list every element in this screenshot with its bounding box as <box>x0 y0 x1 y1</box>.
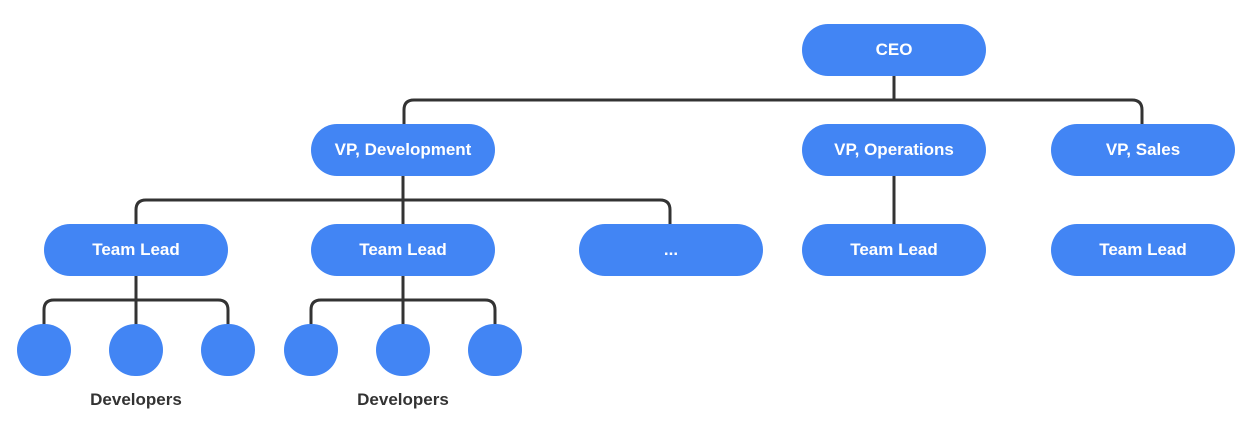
connector-lead1-devs <box>42 276 230 326</box>
connector-ceo-vps <box>402 76 1144 124</box>
node-team-lead-sales[interactable]: Team Lead <box>1051 224 1235 276</box>
developer-node[interactable] <box>284 324 338 376</box>
developer-node[interactable] <box>201 324 255 376</box>
developer-node[interactable] <box>109 324 163 376</box>
node-team-lead-ops[interactable]: Team Lead <box>802 224 986 276</box>
node-ceo[interactable]: CEO <box>802 24 986 76</box>
developers-caption: Developers <box>90 390 182 409</box>
developers-caption: Developers <box>357 390 449 409</box>
node-team-lead-dev-1[interactable]: Team Lead <box>44 224 228 276</box>
developer-node[interactable] <box>376 324 430 376</box>
connector-vpdev-leads <box>134 176 672 224</box>
node-vp-operations[interactable]: VP, Operations <box>802 124 986 176</box>
node-vp-sales[interactable]: VP, Sales <box>1051 124 1235 176</box>
developer-node[interactable] <box>468 324 522 376</box>
node-vp-development[interactable]: VP, Development <box>311 124 495 176</box>
node-more[interactable]: ... <box>579 224 763 276</box>
node-team-lead-dev-2[interactable]: Team Lead <box>311 224 495 276</box>
developer-node[interactable] <box>17 324 71 376</box>
connector-lead2-devs <box>309 276 497 326</box>
